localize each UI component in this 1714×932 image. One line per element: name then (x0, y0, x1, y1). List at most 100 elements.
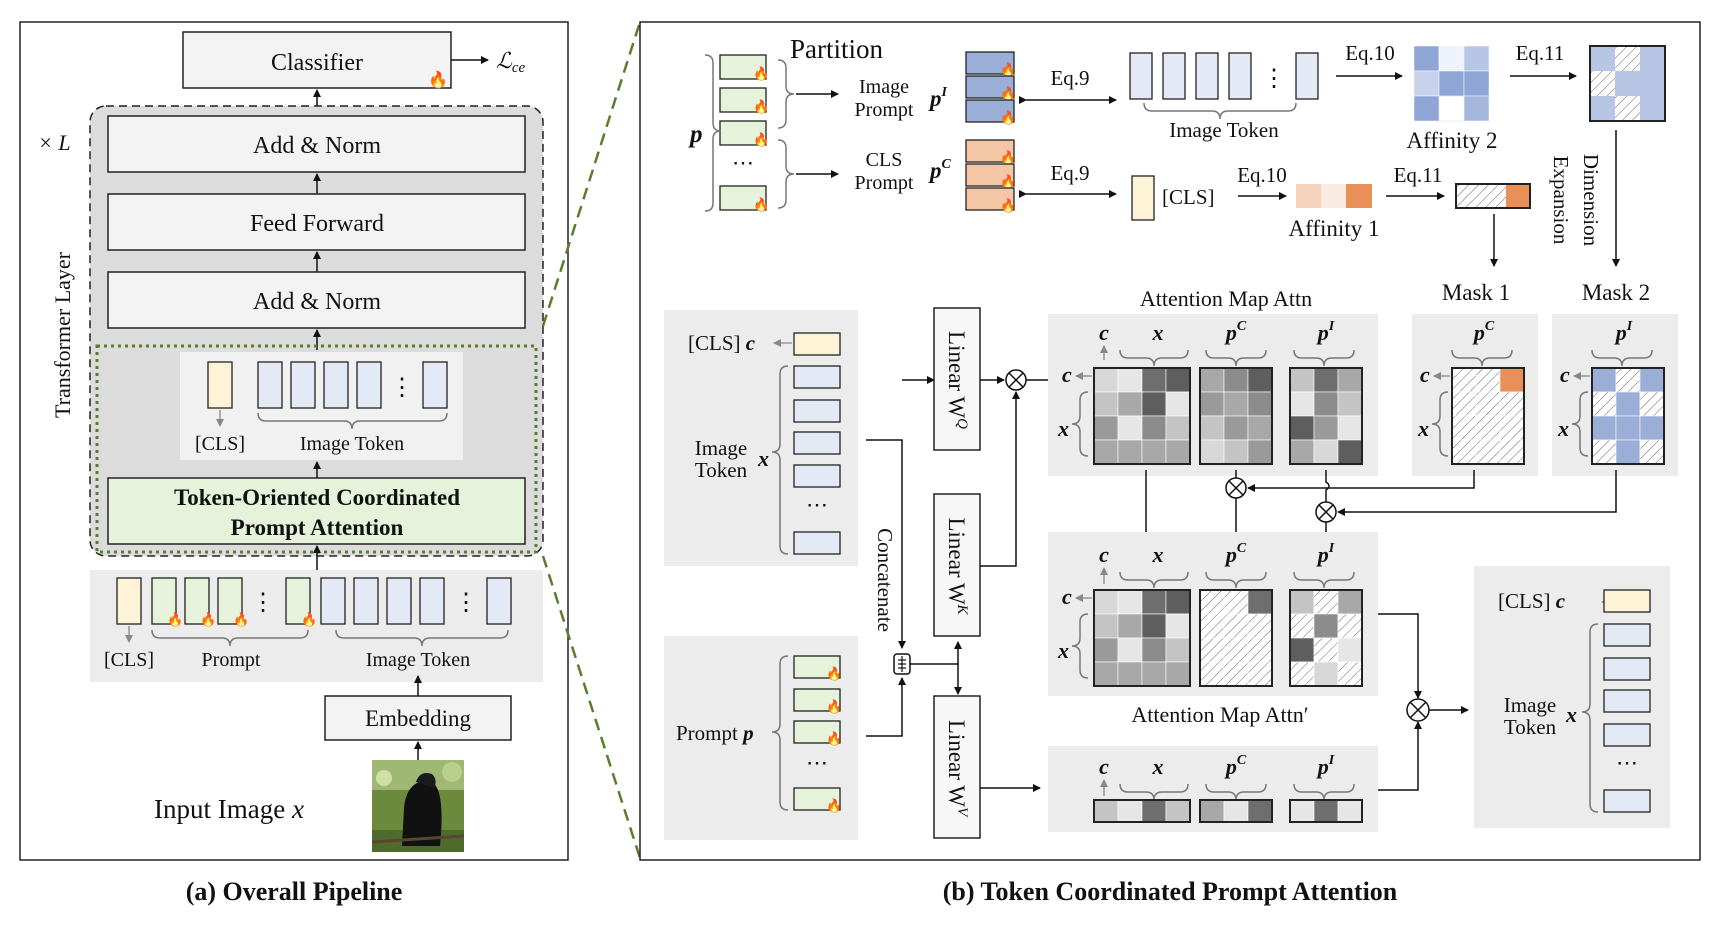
tcpa-label-line2: Prompt Attention (231, 515, 404, 540)
image-token (356, 361, 382, 409)
value-cell (1199, 799, 1225, 823)
mask2-x-brace (1571, 391, 1589, 457)
attn-pC-header: pC (1224, 319, 1247, 345)
prompt-token (217, 577, 243, 625)
image-token-label: Image Token (300, 433, 404, 455)
mask1-cell (1475, 367, 1501, 393)
input-image (371, 760, 465, 852)
mask1-small-bar (1455, 183, 1531, 209)
pI-brace (1293, 571, 1355, 589)
attn-cell (1199, 415, 1225, 441)
attn-cell (1165, 439, 1191, 465)
attn-cell (1141, 415, 1167, 441)
vertical-dots: ⋮ (454, 590, 478, 616)
panel-b-caption: (b) Token Coordinated Prompt Attention (943, 877, 1398, 906)
fire-icon: 🔥 (301, 612, 317, 627)
fire-icon: 🔥 (753, 66, 769, 81)
affinity2-label: Affinity 2 (1407, 128, 1498, 153)
repeat-label: × L (38, 130, 71, 155)
prompt-brace-left (704, 54, 722, 212)
mask1-cell (1451, 391, 1477, 417)
mask1-brace (1451, 349, 1513, 367)
attn-prime-cell (1199, 637, 1225, 663)
mask2-cell (1615, 391, 1641, 417)
fire-icon: 🔥 (428, 70, 448, 89)
image-token-brace (771, 365, 789, 555)
pI-label: pI (928, 85, 948, 111)
attn-prime-cell (1289, 661, 1315, 687)
value-cell (1165, 799, 1191, 823)
attnp-x-row: x (1057, 638, 1069, 663)
horizontal-dots: ⋯ (806, 750, 828, 775)
attnp-x-header: x (1152, 542, 1164, 567)
mask1-pC-header: pC (1472, 319, 1495, 345)
attn-cell (1337, 439, 1363, 465)
attn-prime-label: Attention Map Attn′ (1131, 702, 1308, 727)
attn-prime-cell (1199, 589, 1225, 615)
linear-q-label: Linear WQ (944, 331, 970, 429)
mask1-to-mul-arrow (1247, 470, 1475, 492)
mask2-cell (1639, 415, 1665, 441)
pC-label: pC (928, 157, 952, 183)
attn-cell (1165, 391, 1191, 417)
fire-icon: 🔥 (1000, 86, 1016, 101)
mask2-cell (1639, 367, 1665, 393)
prompt-brace (151, 629, 309, 647)
attn-prime-cell (1117, 661, 1143, 687)
attnp-c-row: c (1062, 584, 1072, 609)
prompt-to-concat-line (866, 677, 906, 737)
mask2-to-mul-arrow (1337, 470, 1617, 516)
value-cell (1117, 799, 1143, 823)
attn-cell (1223, 439, 1249, 465)
attn-prime-cell (1199, 661, 1225, 687)
attn-cell (1117, 391, 1143, 417)
mask1-cell (1499, 391, 1525, 417)
eq10-top: Eq.10 (1345, 41, 1395, 65)
value-cell (1313, 799, 1339, 823)
out-image-line1: Image (1504, 693, 1556, 717)
attn-cell (1247, 391, 1273, 417)
x-row-brace (1071, 391, 1089, 457)
attn-cell (1093, 415, 1119, 441)
attn-prime-cell (1141, 637, 1167, 663)
mask1-cell (1499, 415, 1525, 441)
embedding-label: Embedding (365, 706, 472, 731)
horizontal-dots: ⋯ (806, 492, 828, 517)
prompt-column: 🔥 🔥 🔥 ⋯ 🔥 (793, 655, 842, 813)
attn-cell (1117, 415, 1143, 441)
fire-icon: 🔥 (753, 132, 769, 147)
prompt-label: Prompt (202, 649, 261, 671)
prompt-token (719, 185, 767, 211)
grid-frame (1199, 367, 1273, 465)
attn-cell (1313, 367, 1339, 393)
panel-a: Classifier 🔥 ℒce × L Transformer Layer A… (19, 21, 569, 906)
x-row-brace (1071, 613, 1089, 679)
attn-prime-cell (1223, 613, 1249, 639)
attn-prime-cell (1093, 613, 1119, 639)
mask1-cell (1451, 415, 1477, 441)
attn-cell (1165, 367, 1191, 393)
mask2-cell (1591, 367, 1617, 393)
fire-icon: 🔥 (1000, 62, 1016, 77)
attn-prime-cell (1165, 661, 1191, 687)
transformer-layer-label: Transformer Layer (50, 251, 75, 418)
pC-stack: 🔥 🔥 🔥 (965, 139, 1016, 213)
grid-frame (1093, 799, 1191, 823)
mask1-grid (1451, 367, 1525, 465)
pI-brace (1293, 349, 1355, 367)
linear-v-box (933, 695, 981, 839)
mask1-cell (1475, 415, 1501, 441)
attn-cell (1165, 415, 1191, 441)
feed-forward-label: Feed Forward (250, 211, 384, 237)
attn-prime-cell (1337, 661, 1363, 687)
v-pI-header: pI (1316, 753, 1335, 779)
attn-prime-cell (1117, 637, 1143, 663)
attn-cell (1141, 391, 1167, 417)
attn-cell (1289, 439, 1315, 465)
attn-prime-cell (1093, 589, 1119, 615)
prompt-token (285, 577, 311, 625)
dimension-label-1: Dimension (1579, 154, 1603, 247)
prompt-token (719, 54, 767, 80)
grid-frame (1199, 589, 1273, 687)
